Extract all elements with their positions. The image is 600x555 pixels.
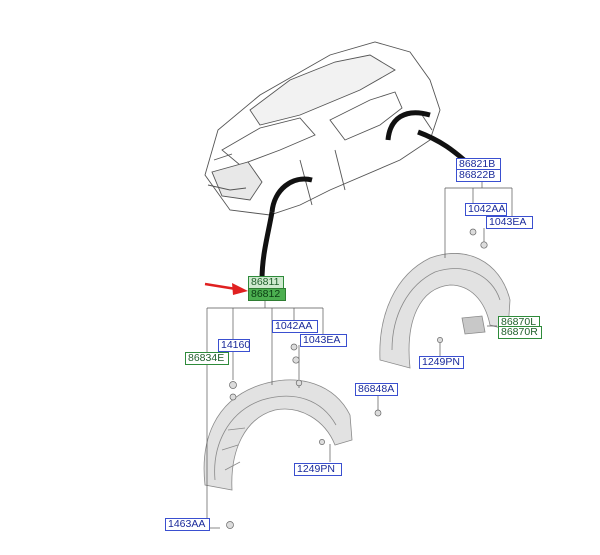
- nut-front-guard: [295, 379, 303, 387]
- nut-1043EA-rear: [480, 241, 488, 249]
- red-arrow: [204, 282, 248, 295]
- leader-lines: [206, 180, 513, 529]
- bolt-86848A: [374, 409, 382, 417]
- label-86834E: 86834E: [185, 352, 229, 365]
- rear-arch-outline: [385, 110, 431, 141]
- front-pointer: [259, 211, 275, 281]
- label-1043EA-front: 1043EA: [300, 334, 347, 347]
- car-illustration: [204, 41, 441, 216]
- label-1043EA-rear: 1043EA: [486, 216, 533, 229]
- front-arch-outline: [269, 176, 313, 213]
- nut-1042AA-rear: [469, 228, 477, 236]
- label-1249PN-rear: 1249PN: [419, 356, 464, 369]
- label-86822B: 86822B: [456, 169, 501, 182]
- front-wheel-guard: [203, 379, 353, 491]
- fasteners: [226, 228, 488, 529]
- nut-1043EA-front: [292, 356, 300, 364]
- screw-1249PN-rear: [437, 337, 443, 343]
- washer-front: [229, 393, 237, 401]
- label-86870R: 86870R: [498, 326, 542, 339]
- nut-1042AA-front: [290, 343, 298, 351]
- label-14160: 14160: [218, 339, 250, 352]
- label-1042AA-front: 1042AA: [272, 320, 318, 333]
- screw-1463AA: [226, 521, 234, 529]
- label-86848A: 86848A: [355, 383, 398, 396]
- label-1042AA-rear: 1042AA: [465, 203, 507, 216]
- label-1463AA: 1463AA: [165, 518, 210, 531]
- label-86812: 86812: [248, 288, 286, 301]
- screw-1249PN-front: [319, 439, 325, 445]
- label-1249PN-front: 1249PN: [294, 463, 342, 476]
- rear-wheel-guard: [379, 253, 511, 369]
- clip-86834E: [229, 381, 237, 389]
